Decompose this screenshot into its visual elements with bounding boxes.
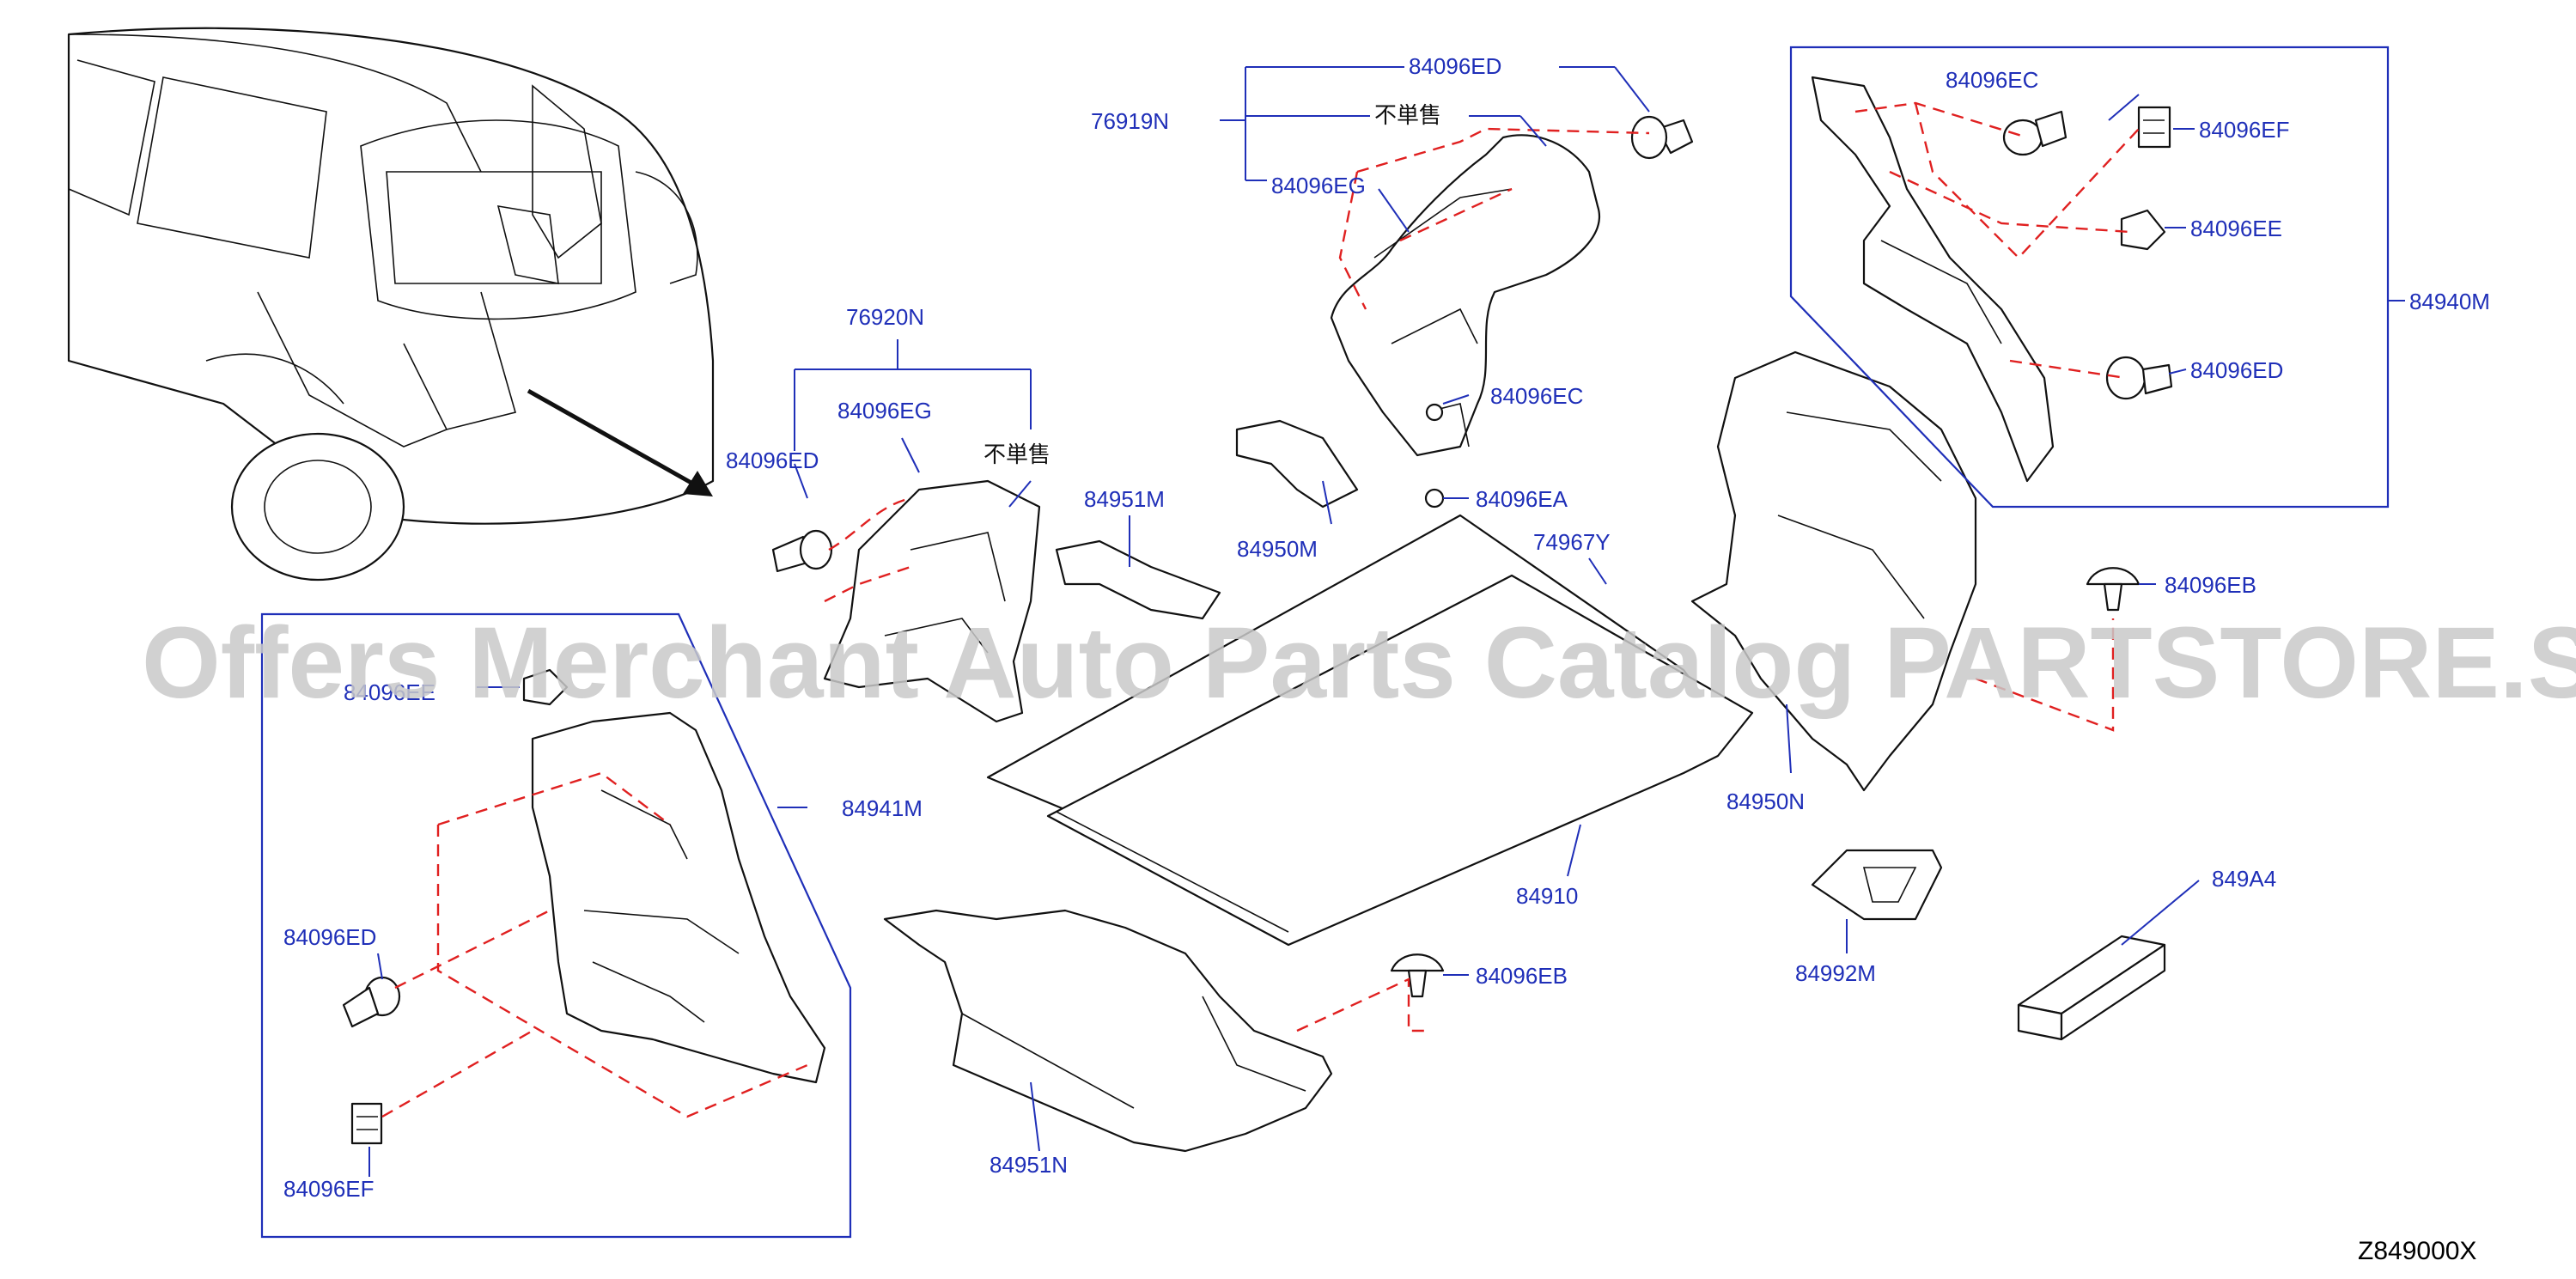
label-84910[interactable]: 84910 xyxy=(1516,883,1578,909)
diagram-code: Z849000X xyxy=(2358,1237,2476,1265)
label-84096eg-top[interactable]: 84096EG xyxy=(1271,173,1366,198)
push-clip-eb-right xyxy=(2086,567,2141,612)
label-84096ed-box-left[interactable]: 84096ED xyxy=(283,924,376,950)
push-clip-ea xyxy=(1424,403,1445,509)
label-76920n[interactable]: 76920N xyxy=(846,304,924,330)
label-84096eb-center[interactable]: 84096EB xyxy=(1476,963,1568,989)
pad-84950m xyxy=(1235,419,1359,509)
side-trim-panel-76920n xyxy=(823,479,1041,723)
push-clip-eb-center xyxy=(1390,953,1445,998)
label-not-sold-left: 不単售 xyxy=(984,442,1050,468)
leader-lines xyxy=(368,66,2405,1177)
label-84951m[interactable]: 84951M xyxy=(1084,486,1165,512)
cover-84992m xyxy=(1811,849,1943,921)
assembly-box-84941m xyxy=(260,612,852,1239)
retainer-clip-ef-right xyxy=(2137,106,2171,149)
push-clip-ec-right xyxy=(2002,110,2067,156)
retainer-clip-ee-left xyxy=(522,668,569,706)
label-not-sold-top: 不単售 xyxy=(1374,103,1441,129)
label-84950n[interactable]: 84950N xyxy=(1726,789,1805,814)
side-trim-panel-84941m xyxy=(531,711,826,1084)
label-84096ed-right[interactable]: 84096ED xyxy=(2190,357,2283,383)
label-84096ec-right[interactable]: 84096EC xyxy=(1946,67,2038,93)
push-clip-ed-left xyxy=(771,529,833,573)
label-84992m[interactable]: 84992M xyxy=(1795,960,1876,986)
label-84950m[interactable]: 84950M xyxy=(1237,536,1318,562)
side-trim-panel-84950n xyxy=(1690,350,1977,792)
push-clip-ed-top xyxy=(1630,115,1694,160)
label-84096eg-left[interactable]: 84096EG xyxy=(837,398,932,423)
trunk-floor-board-84910 xyxy=(1046,574,1754,947)
car-rear-illustration xyxy=(67,27,715,582)
push-clip-ed-box-left xyxy=(342,976,401,1028)
label-84940m[interactable]: 84940M xyxy=(2409,289,2490,314)
label-74967y[interactable]: 74967Y xyxy=(1533,529,1611,555)
label-84096ea[interactable]: 84096EA xyxy=(1476,486,1568,512)
label-84096eb-right[interactable]: 84096EB xyxy=(2165,572,2256,598)
pad-84951m xyxy=(1055,539,1221,620)
label-84096ef-right[interactable]: 84096EF xyxy=(2199,117,2290,143)
label-84951n[interactable]: 84951N xyxy=(990,1152,1068,1178)
part-labels: 84096ED 76919N 不単售 84096EG 84096EC 84096… xyxy=(283,53,2490,1202)
assembly-box-84940m xyxy=(1789,46,2390,509)
label-84096ec-mid[interactable]: 84096EC xyxy=(1490,383,1583,409)
label-84941m[interactable]: 84941M xyxy=(842,795,923,821)
push-clip-ed-right xyxy=(2105,356,2173,400)
label-84096ed-left[interactable]: 84096ED xyxy=(726,448,819,473)
direction-arrow xyxy=(527,388,713,496)
side-trim-panel-76919n xyxy=(1330,134,1600,457)
floor-trim-panel-84951n xyxy=(883,909,1333,1153)
retainer-clip-ef-box-left xyxy=(350,1102,383,1145)
label-84096ef-box-left[interactable]: 84096EF xyxy=(283,1176,375,1202)
label-84096ee-left[interactable]: 84096EE xyxy=(344,679,435,705)
retainer-clip-ee-right xyxy=(2120,209,2166,251)
label-84096ed-top[interactable]: 84096ED xyxy=(1409,53,1501,79)
block-849a4 xyxy=(2017,935,2166,1041)
side-trim-panel-84940m xyxy=(1811,76,2055,483)
label-84096ee-right[interactable]: 84096EE xyxy=(2190,216,2282,241)
label-849a4[interactable]: 849A4 xyxy=(2212,866,2276,892)
watermark-text: Offers Merchant Auto Parts Catalog PARTS… xyxy=(142,606,2576,720)
label-76919n[interactable]: 76919N xyxy=(1091,108,1169,134)
